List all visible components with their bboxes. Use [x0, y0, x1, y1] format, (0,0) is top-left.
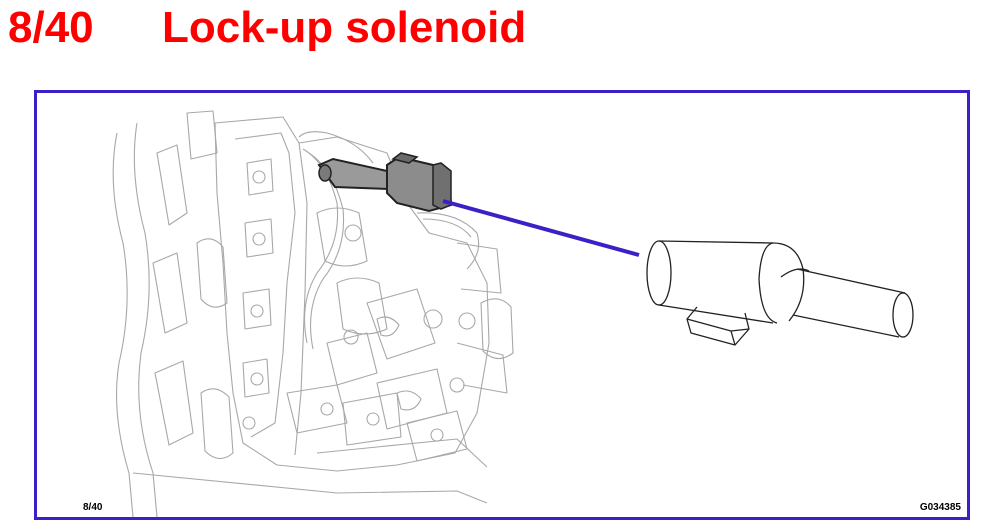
transmission-diagram	[112, 110, 914, 517]
diagram-frame: 8/40 G034385	[34, 90, 970, 520]
figure-code: G034385	[919, 502, 961, 513]
footer-page-number: 8/40	[83, 502, 103, 513]
solenoid-enlarged	[646, 240, 914, 346]
page-number: 8/40	[8, 3, 94, 52]
header: 8/40 Lock-up solenoid	[0, 0, 984, 70]
valve-body-drawing	[112, 110, 514, 517]
page-title: Lock-up solenoid	[162, 3, 527, 52]
leader-line	[442, 199, 640, 257]
solenoid-highlight	[317, 152, 453, 213]
